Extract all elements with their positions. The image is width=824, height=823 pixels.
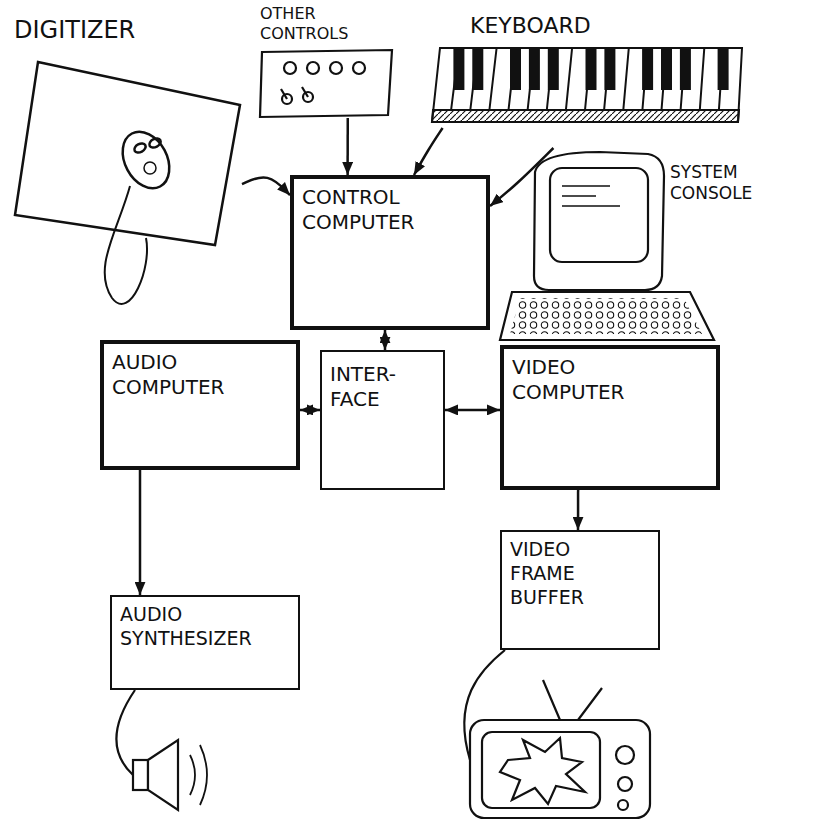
control-panel xyxy=(330,62,342,74)
digitizer-tablet xyxy=(15,62,240,304)
output-box: VIDEO FRAME BUFFER xyxy=(500,530,660,650)
keyboard-figure xyxy=(642,48,653,90)
television-figure xyxy=(500,738,585,804)
node-label: DIGITIZER xyxy=(14,15,234,45)
keyboard-figure xyxy=(548,48,559,90)
console-figure xyxy=(550,168,648,262)
keyboard-figure xyxy=(680,48,691,90)
keyboard-figure xyxy=(432,48,742,122)
digitizer-tablet xyxy=(148,137,162,150)
keyboard-figure xyxy=(432,110,739,122)
digitizer-tablet xyxy=(113,124,178,197)
television-figure xyxy=(482,732,600,808)
connector-arrow xyxy=(577,490,580,530)
keyboard-figure xyxy=(529,48,540,90)
input-device: KEYBOARD xyxy=(430,8,745,128)
computer-box: VIDEO COMPUTER xyxy=(500,345,720,490)
input-device: OTHER CONTROLS xyxy=(256,2,394,118)
output-box: AUDIO SYNTHESIZER xyxy=(110,595,300,690)
node-label: SYSTEM CONSOLE xyxy=(670,162,782,205)
speaker-figure xyxy=(116,690,207,810)
connector-arrow xyxy=(139,470,142,595)
keyboard-figure xyxy=(510,48,521,90)
input-device: DIGITIZER xyxy=(10,15,242,250)
computer-box: AUDIO COMPUTER xyxy=(100,340,300,470)
node-label: AUDIO COMPUTER xyxy=(112,350,252,400)
control-panel xyxy=(260,50,392,117)
node-label: CONTROL COMPUTER xyxy=(302,185,442,235)
television-figure xyxy=(464,650,650,818)
connector-arrow xyxy=(300,409,320,412)
node-label: INTER- FACE xyxy=(330,362,418,412)
node-label: VIDEO COMPUTER xyxy=(512,355,652,405)
keyboard-figure xyxy=(453,48,728,90)
console-figure xyxy=(500,292,714,340)
console-figure xyxy=(562,186,620,206)
input-device: SYSTEM CONSOLE xyxy=(495,148,787,344)
computer-box: CONTROL COMPUTER xyxy=(290,175,490,330)
control-panel xyxy=(284,62,296,74)
keyboard-figure xyxy=(718,48,729,90)
node-label: OTHER CONTROLS xyxy=(260,4,370,44)
connector-arrow xyxy=(445,409,500,412)
control-panel xyxy=(307,62,319,74)
connector-arrow xyxy=(490,148,553,206)
console-figure xyxy=(510,298,702,334)
control-panel xyxy=(260,50,392,117)
console-figure xyxy=(534,152,664,290)
control-panel xyxy=(353,62,365,74)
keyboard-figure xyxy=(586,48,597,90)
speaker-figure xyxy=(190,745,207,805)
interface-box: INTER- FACE xyxy=(320,350,445,490)
node-label: VIDEO FRAME BUFFER xyxy=(510,538,610,609)
speaker-figure xyxy=(133,760,148,790)
keyboard-figure xyxy=(604,48,615,90)
television-figure xyxy=(543,680,602,720)
keyboard-figure xyxy=(661,48,672,90)
speaker-figure xyxy=(148,740,178,810)
keyboard-figure xyxy=(451,48,723,110)
digitizer-tablet xyxy=(15,62,240,245)
digitizer-tablet xyxy=(133,142,147,155)
node-label: KEYBOARD xyxy=(470,12,690,40)
connector-arrow xyxy=(346,118,349,175)
television-figure xyxy=(616,746,634,764)
keyboard-figure xyxy=(472,48,483,90)
digitizer-tablet xyxy=(144,162,156,174)
keyboard-figure xyxy=(453,48,464,90)
node-label: AUDIO SYNTHESIZER xyxy=(120,603,285,651)
connector-arrow xyxy=(414,128,443,175)
television-figure xyxy=(618,777,632,791)
control-panel xyxy=(281,87,308,99)
connector-arrow xyxy=(384,330,387,350)
television-figure xyxy=(618,800,628,810)
television-figure xyxy=(470,720,650,818)
keyboard-figure xyxy=(432,48,742,122)
connector-arrow xyxy=(242,177,290,195)
digitizer-tablet xyxy=(105,186,147,304)
